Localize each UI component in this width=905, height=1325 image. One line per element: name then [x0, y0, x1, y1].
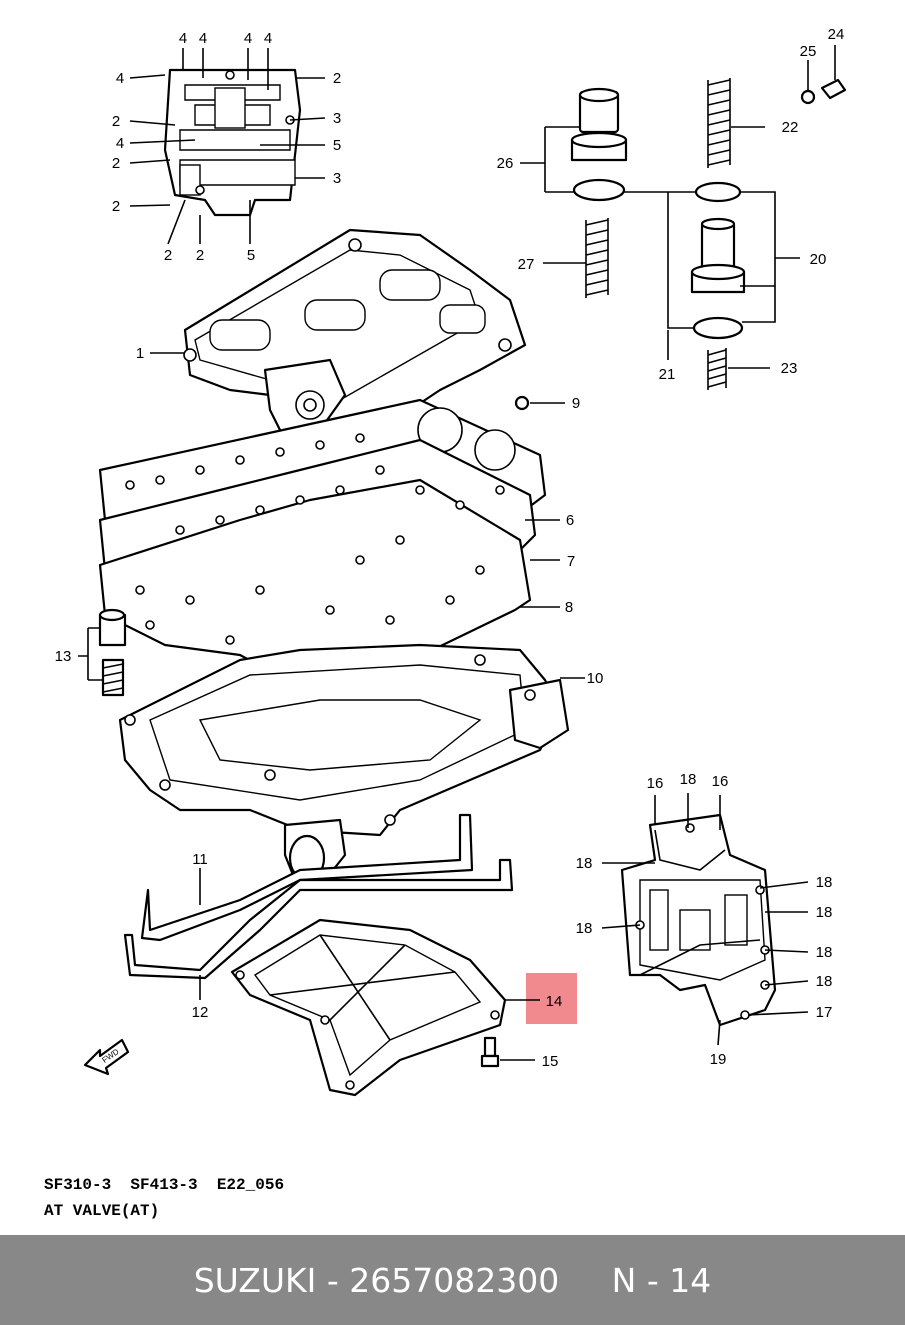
callout-18-c: 18 — [576, 920, 593, 937]
leader-lines-right — [520, 45, 836, 369]
callout-26: 26 — [497, 155, 514, 172]
bolt — [480, 1036, 500, 1068]
exploded-parts-diagram: 4 4 4 4 4 2 4 2 2 2 3 5 3 2 2 5 1 9 — [55, 26, 847, 1097]
callout-2-a: 2 — [112, 113, 120, 130]
callout-22: 22 — [782, 119, 799, 136]
callout-4-e: 4 — [116, 70, 124, 87]
callout-10: 10 — [587, 670, 604, 687]
diagram-code-caption: SF310-3 SF413-3 E22_056 — [44, 1176, 285, 1194]
callout-12: 12 — [192, 1004, 209, 1021]
callout-18-g: 18 — [816, 973, 833, 990]
accumulator-piston-upper — [570, 87, 628, 202]
callout-5-a: 5 — [333, 137, 341, 154]
callout-8: 8 — [565, 599, 573, 616]
callout-16-b: 16 — [712, 773, 729, 790]
callout-5-b: 5 — [247, 247, 255, 264]
callout-4-a: 4 — [179, 30, 187, 47]
callout-3-a: 3 — [333, 110, 341, 127]
callout-13: 13 — [55, 648, 72, 665]
callout-11: 11 — [192, 851, 208, 868]
accumulator-piston-lower — [690, 181, 746, 340]
callout-17: 17 — [816, 1004, 833, 1021]
callout-15: 15 — [542, 1053, 559, 1070]
callout-24: 24 — [828, 26, 845, 43]
leader-lines-bottom-right — [601, 793, 809, 1046]
plug-and-spring — [98, 608, 127, 697]
callout-4-f: 4 — [116, 135, 124, 152]
footer-bar: SUZUKI - 2657082300 N - 14 — [0, 1235, 905, 1325]
highlighted-callout-marker — [526, 973, 577, 1024]
oil-strainer — [230, 918, 507, 1097]
check-ball — [514, 395, 530, 411]
callout-21: 21 — [659, 366, 676, 383]
plug-and-seal — [800, 78, 847, 105]
callout-6: 6 — [566, 512, 574, 529]
callout-4-b: 4 — [199, 30, 207, 47]
valve-body-bottom-detail-view — [620, 813, 777, 1027]
callout-16-a: 16 — [647, 775, 664, 792]
callout-18-e: 18 — [816, 904, 833, 921]
callout-18-a: 18 — [680, 771, 697, 788]
callout-2-c: 2 — [112, 198, 120, 215]
callout-14: 14 — [546, 993, 563, 1010]
callout-25: 25 — [800, 43, 817, 60]
callout-2-f: 2 — [196, 247, 204, 264]
forward-direction-arrow: FWD — [83, 1038, 130, 1076]
callout-4-c: 4 — [244, 30, 252, 47]
callout-19: 19 — [710, 1051, 727, 1068]
callout-1: 1 — [136, 345, 144, 362]
upper-valve-body — [183, 228, 527, 442]
lower-valve-body — [118, 643, 570, 882]
part-number-footer: SUZUKI - 2657082300 N - 14 — [193, 1260, 712, 1300]
callout-4-d: 4 — [264, 30, 272, 47]
callout-20: 20 — [810, 251, 827, 268]
callout-18-f: 18 — [816, 944, 833, 961]
callout-18-d: 18 — [816, 874, 833, 891]
callout-27: 27 — [518, 256, 535, 273]
callout-9: 9 — [572, 395, 580, 412]
callout-2-b: 2 — [112, 155, 120, 172]
accumulator-springs — [585, 78, 731, 390]
callout-18-b: 18 — [576, 855, 593, 872]
leader-lines-detail — [129, 48, 326, 245]
callout-7: 7 — [567, 553, 575, 570]
valve-body-detail-view — [163, 68, 302, 217]
diagram-title-caption: AT VALVE(AT) — [44, 1202, 160, 1220]
callout-23: 23 — [781, 360, 798, 377]
callout-2-e: 2 — [164, 247, 172, 264]
separator-gaskets-and-plate — [98, 398, 547, 692]
callout-2-d: 2 — [333, 70, 341, 87]
oil-pipes — [123, 813, 514, 980]
callout-3-b: 3 — [333, 170, 341, 187]
